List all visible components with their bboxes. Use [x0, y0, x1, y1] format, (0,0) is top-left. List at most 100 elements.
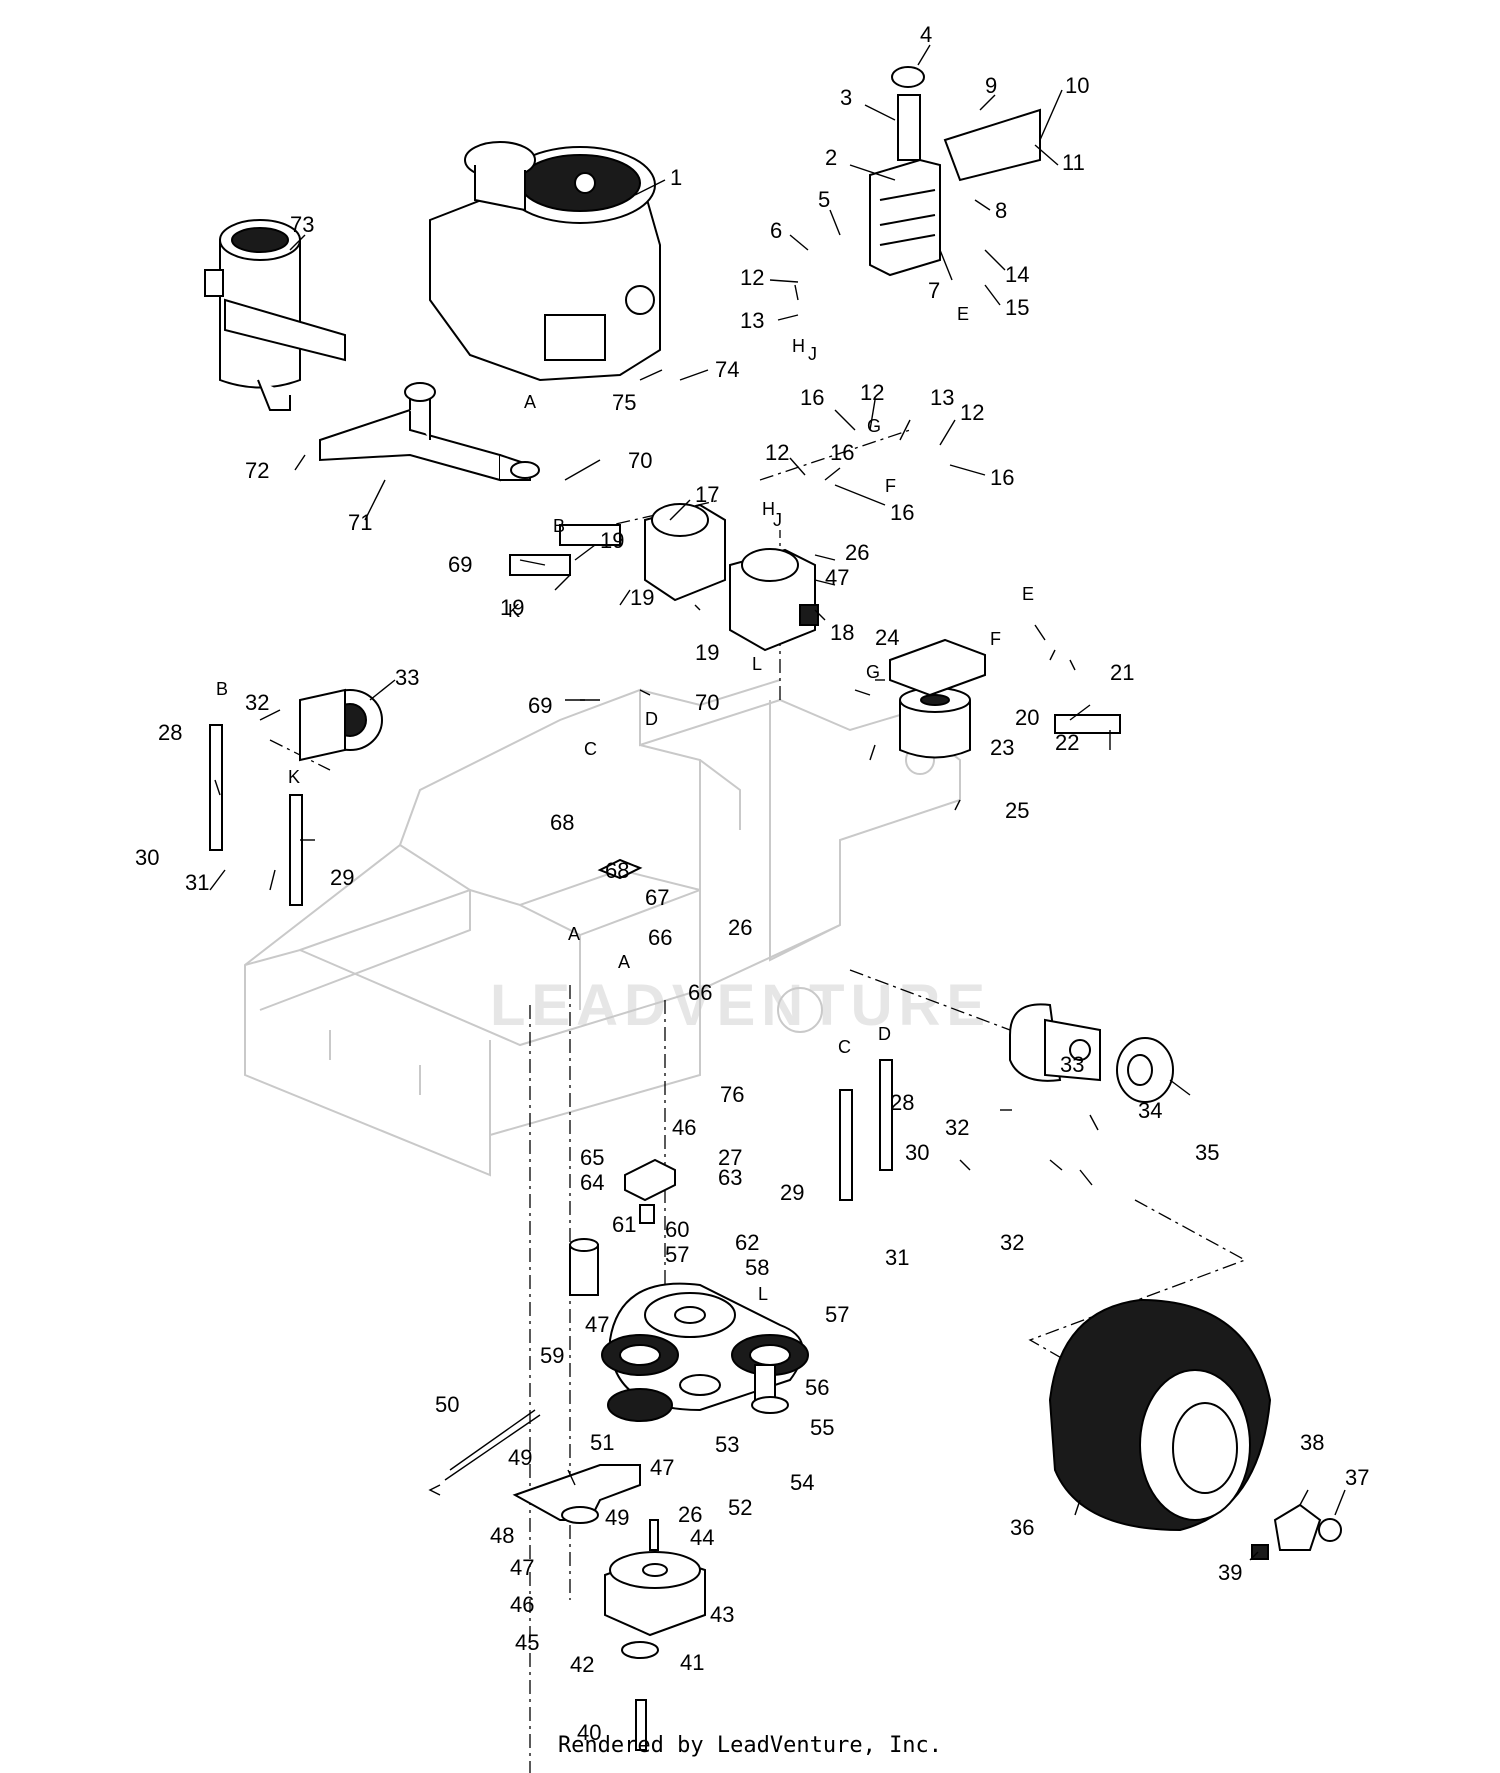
callout-49: 49: [605, 1505, 629, 1530]
watermark-text: LEADVENTURE: [490, 973, 991, 1038]
letter-A: A: [568, 924, 580, 944]
callout-47: 47: [585, 1312, 609, 1337]
callout-76: 76: [720, 1082, 744, 1107]
callout-38: 38: [1300, 1430, 1324, 1455]
callout-75: 75: [612, 390, 636, 415]
footer-credit: Rendered by LeadVenture, Inc.: [557, 1733, 943, 1758]
letter-F: F: [885, 476, 896, 496]
callout-7: 7: [928, 278, 940, 303]
callout-36: 36: [1010, 1515, 1034, 1540]
callout-47: 47: [650, 1455, 674, 1480]
callout-19: 19: [630, 585, 654, 610]
callout-60: 60: [665, 1217, 689, 1242]
callout-64: 64: [580, 1170, 604, 1195]
callout-32: 32: [1000, 1230, 1024, 1255]
oil-filter: [889, 638, 986, 759]
callout-50: 50: [435, 1392, 459, 1417]
callout-labels: 1 2 3 4 5 6 7 8 9 10 11 12 13 14 15 16 1…: [135, 22, 1369, 1745]
letter-C: C: [584, 739, 597, 759]
callout-15: 15: [1005, 295, 1029, 320]
callout-33: 33: [1060, 1052, 1084, 1077]
callout-25: 25: [1005, 798, 1029, 823]
callout-74: 74: [715, 357, 739, 382]
callout-51: 51: [590, 1430, 614, 1455]
callout-12: 12: [740, 265, 764, 290]
callout-19: 19: [500, 595, 524, 620]
callout-66: 66: [688, 980, 712, 1005]
callout-28: 28: [890, 1090, 914, 1115]
wheel-motors: [299, 688, 1101, 1082]
callout-1: 1: [670, 165, 682, 190]
callout-29: 29: [330, 865, 354, 890]
callout-13: 13: [930, 385, 954, 410]
callout-30: 30: [135, 845, 159, 870]
callout-16: 16: [800, 385, 824, 410]
callout-6: 6: [770, 218, 782, 243]
callout-12: 12: [960, 400, 984, 425]
letter-D: D: [878, 1024, 891, 1044]
letter-B: B: [553, 516, 565, 536]
callout-12: 12: [765, 440, 789, 465]
letter-J: J: [773, 510, 782, 530]
callout-19: 19: [600, 528, 624, 553]
hydraulic-pumps: [644, 503, 819, 652]
callout-57: 57: [825, 1302, 849, 1327]
callout-16: 16: [830, 440, 854, 465]
lug-hardware: [1251, 1503, 1342, 1560]
callout-59: 59: [540, 1343, 564, 1368]
callout-16: 16: [990, 465, 1014, 490]
callout-21: 21: [1110, 660, 1134, 685]
callout-31: 31: [885, 1245, 909, 1270]
letter-L: L: [758, 1284, 768, 1304]
callout-44: 44: [690, 1525, 714, 1550]
callout-35: 35: [1195, 1140, 1219, 1165]
callout-20: 20: [1015, 705, 1039, 730]
callout-3: 3: [840, 85, 852, 110]
callout-66: 66: [648, 925, 672, 950]
wheel-hub: [1116, 1037, 1174, 1103]
callout-70: 70: [695, 690, 719, 715]
callout-55: 55: [810, 1415, 834, 1440]
callout-28: 28: [158, 720, 182, 745]
letter-K: K: [288, 767, 300, 787]
callout-57: 57: [665, 1242, 689, 1267]
callout-5: 5: [818, 187, 830, 212]
letter-D: D: [645, 709, 658, 729]
callout-47: 47: [825, 565, 849, 590]
callout-40: 40: [577, 1720, 601, 1745]
callout-27: 27: [718, 1145, 742, 1170]
callout-39: 39: [1218, 1560, 1242, 1585]
chassis-frame: [244, 679, 961, 1177]
callout-42: 42: [570, 1652, 594, 1677]
letter-A: A: [618, 952, 630, 972]
callout-52: 52: [728, 1495, 752, 1520]
callout-73: 73: [290, 212, 314, 237]
callout-56: 56: [805, 1375, 829, 1400]
letter-H: H: [792, 336, 805, 356]
callout-58: 58: [745, 1255, 769, 1280]
callout-69: 69: [448, 552, 472, 577]
tire: [1048, 1298, 1272, 1532]
callout-61: 61: [612, 1212, 636, 1237]
letter-K: K: [508, 601, 520, 621]
callout-16: 16: [890, 500, 914, 525]
callout-67: 67: [645, 885, 669, 910]
idler-arm: [428, 1409, 641, 1524]
callout-23: 23: [990, 735, 1014, 760]
callout-54: 54: [790, 1470, 814, 1495]
callout-34: 34: [1138, 1098, 1162, 1123]
letter-C: C: [838, 1037, 851, 1057]
callout-37: 37: [1345, 1465, 1369, 1490]
callout-8: 8: [995, 198, 1007, 223]
callout-29: 29: [780, 1180, 804, 1205]
muffler: [204, 219, 346, 411]
callout-72: 72: [245, 458, 269, 483]
callout-13: 13: [740, 308, 764, 333]
callout-65: 65: [580, 1145, 604, 1170]
callout-11: 11: [1062, 150, 1085, 175]
callout-71: 71: [348, 510, 372, 535]
callout-4: 4: [920, 22, 932, 47]
letter-L: L: [752, 654, 762, 674]
callout-53: 53: [715, 1432, 739, 1457]
callout-9: 9: [985, 73, 997, 98]
